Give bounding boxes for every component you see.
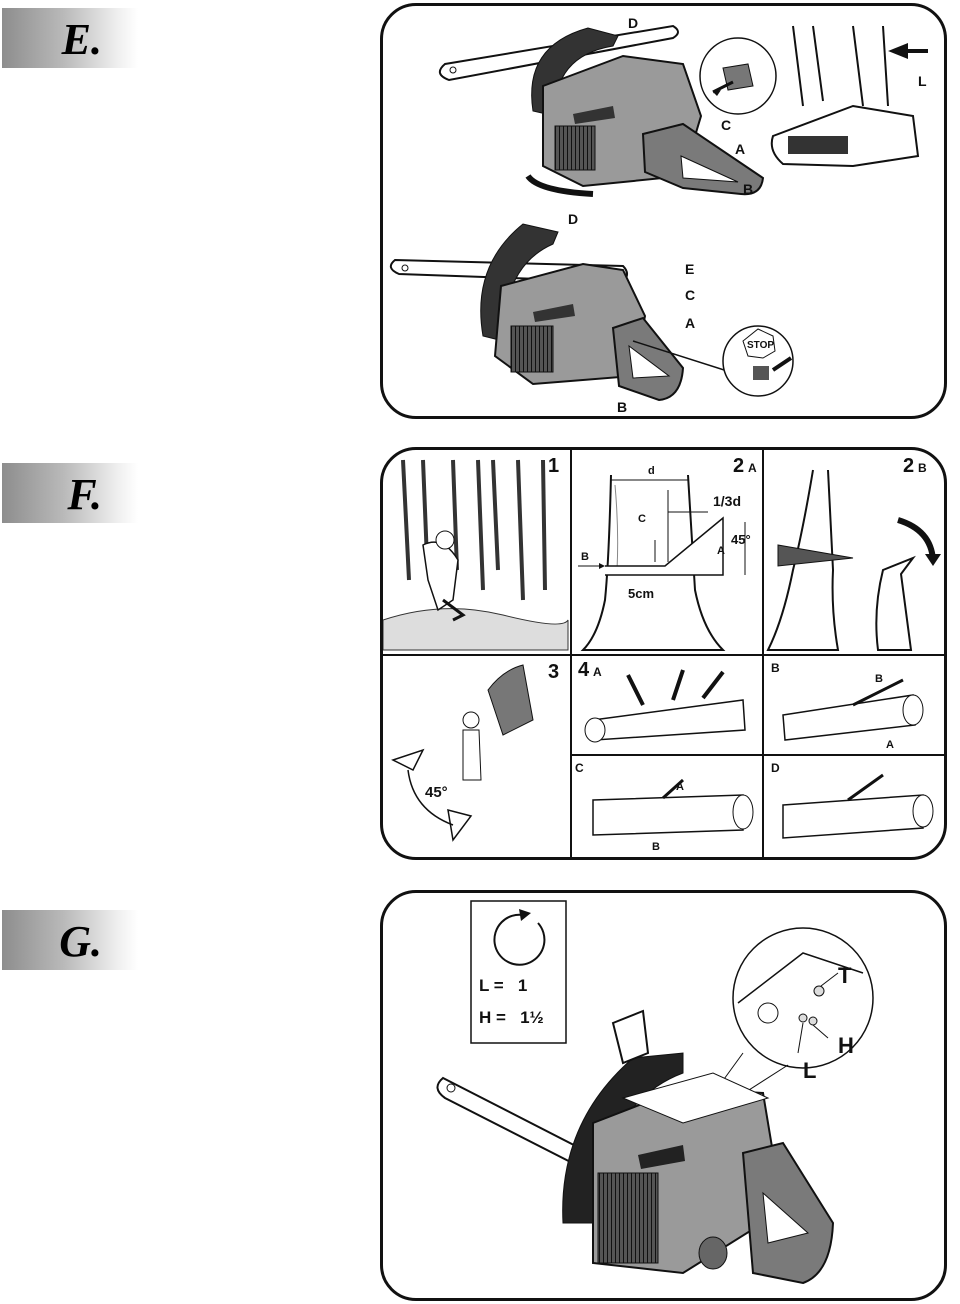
cell-1-number: 1: [548, 455, 559, 477]
screw-label-t: T: [838, 963, 852, 988]
chainsaw-bottom: [389, 223, 744, 402]
label-e-bottom-c: C: [685, 287, 695, 303]
cell-2a-number: 2: [733, 455, 744, 477]
figure-e-illustration: D C A B L STOP D E C A B: [389, 15, 928, 415]
figure-g-illustration: L = 1 H = 1½ T H L: [436, 900, 874, 1285]
inset-stop-switch: [722, 325, 794, 397]
label-e-top-b: B: [743, 181, 753, 197]
chainsaw-g: [436, 1009, 835, 1285]
screw-label-l: L: [803, 1058, 816, 1083]
notch-label-angle: 45°: [731, 532, 751, 547]
legend-l-row: L = 1: [479, 976, 527, 995]
label-e-bottom-b: B: [617, 399, 627, 415]
cell-4a-sub: A: [593, 665, 602, 679]
label-e-top-d: D: [628, 15, 638, 31]
cell-4a-number: 4: [578, 659, 590, 681]
figure-e-panel: D C A B L STOP D E C A B: [380, 3, 947, 419]
notch-label-a: A: [717, 545, 725, 557]
cell-4b-letter: B: [771, 661, 780, 675]
cell-2a-notch-diagram: [578, 474, 746, 651]
cell-4b-bucking: [782, 678, 924, 741]
stop-sign-text: STOP: [747, 340, 774, 351]
rotation-arrow-icon: [493, 913, 546, 966]
notch-label-third: 1/3d: [713, 493, 741, 509]
label-e-bottom-d: D: [568, 211, 578, 227]
cell-4d-bucking: [782, 773, 934, 839]
figure-f-illustration: 1 d 1/3d C B A 45° 5cm 2 A: [383, 450, 944, 857]
screw-label-h: H: [838, 1033, 854, 1058]
log-c-top-label: A: [676, 781, 684, 793]
cell-2a-sub: A: [748, 461, 757, 475]
cell-3-escape-route: [391, 664, 534, 842]
chainsaw-top: [438, 24, 765, 197]
cell-4a-limbing: [584, 669, 746, 743]
cell-1-felling-scene: [383, 459, 569, 651]
cell-4c-bucking: [592, 778, 754, 836]
fall-angle-label: 45°: [425, 784, 448, 801]
label-e-bottom-e: E: [685, 261, 694, 277]
log-c-bottom-label: B: [652, 841, 660, 853]
section-tab-f: F.: [2, 463, 138, 523]
notch-label-d: d: [648, 465, 655, 477]
cell-4d-letter: D: [771, 761, 780, 775]
log-b-bottom-label: A: [886, 739, 894, 751]
section-tab-g: G.: [2, 910, 138, 970]
cell-2b-number: 2: [903, 455, 914, 477]
brake-hand-detail: [770, 25, 928, 168]
log-b-top-label: B: [875, 673, 883, 685]
carburetor-legend-box: [470, 900, 567, 1044]
cell-3-number: 3: [548, 661, 559, 683]
label-e-top-c: C: [721, 117, 731, 133]
section-letter-e: E.: [61, 15, 102, 64]
notch-label-depth: 5cm: [628, 586, 654, 601]
notch-label-c: C: [638, 513, 646, 525]
label-e-top-a: A: [735, 141, 745, 157]
section-letter-f: F.: [67, 470, 102, 519]
cell-2b-wedge-diagram: [766, 469, 941, 651]
legend-h-row: H = 1½: [479, 1008, 544, 1027]
cell-4c-letter: C: [575, 761, 584, 775]
notch-label-b: B: [581, 551, 589, 563]
label-e-top-l: L: [918, 73, 927, 89]
section-letter-g: G.: [59, 917, 102, 966]
label-e-bottom-a: A: [685, 315, 695, 331]
figure-f-panel: 1 d 1/3d C B A 45° 5cm 2 A: [380, 447, 947, 860]
section-tab-e: E.: [2, 8, 138, 68]
figure-g-panel: L = 1 H = 1½ T H L: [380, 890, 947, 1301]
inset-adjustment-screws: [732, 927, 874, 1069]
cell-2b-sub: B: [918, 461, 927, 475]
